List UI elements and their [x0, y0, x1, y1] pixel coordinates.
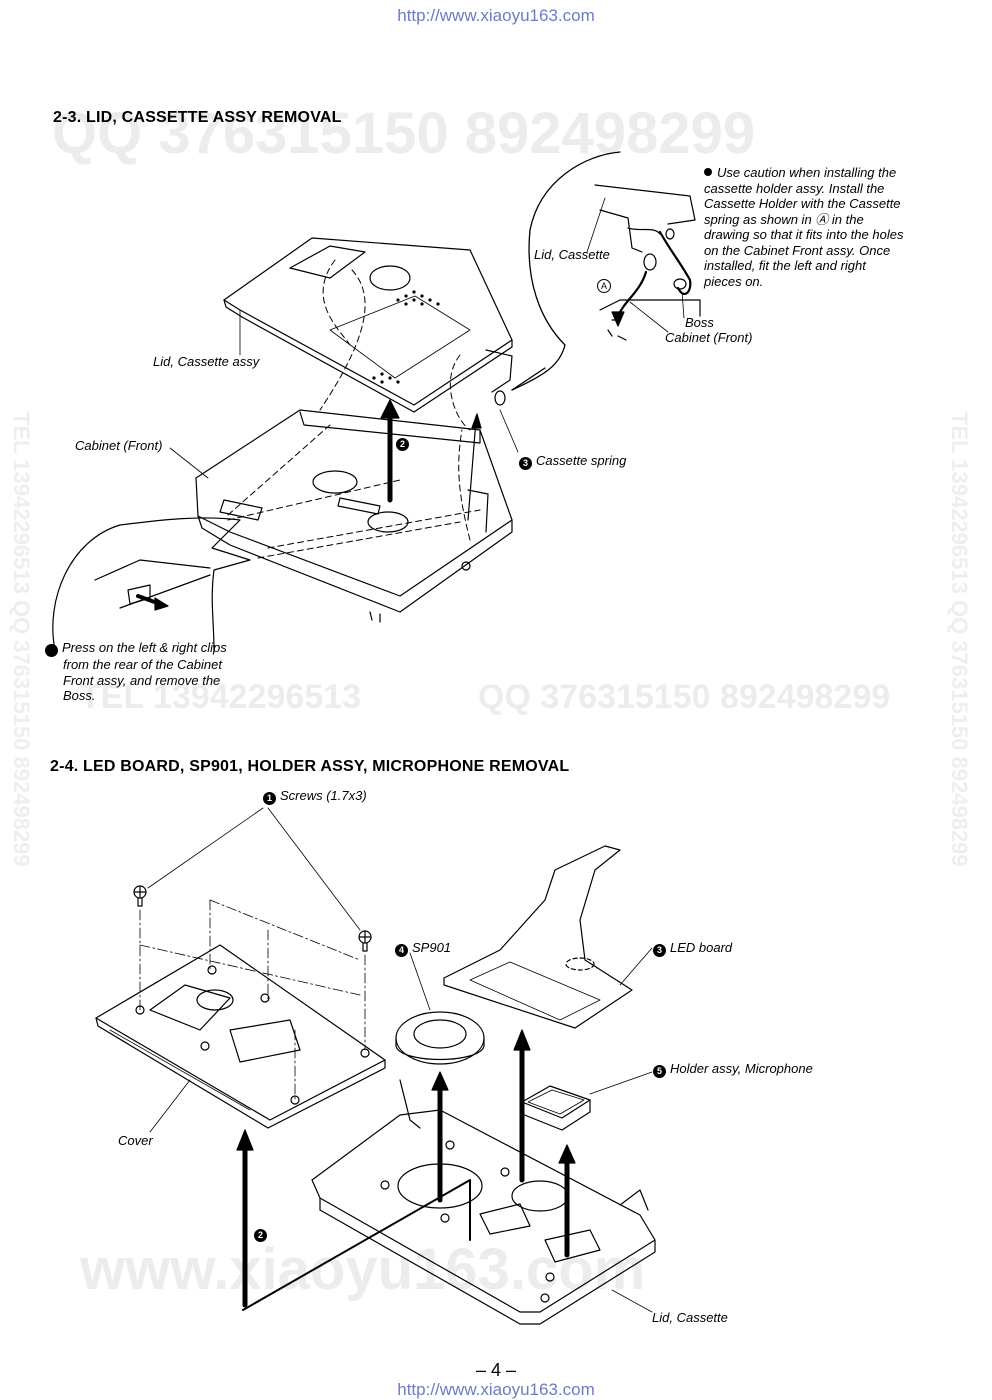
lid-cassette-assy-label: Lid, Cassette assy: [153, 354, 260, 369]
watermark-bottom: www.xiaoyu163.com: [80, 1237, 646, 1302]
lid-cassette-bottom-drawing: [311, 1079, 656, 1325]
step2-badge-2-3: 2: [396, 434, 413, 451]
header-url[interactable]: http://www.xiaoyu163.com: [397, 6, 595, 25]
cabinet-front-callout-label: Cabinet (Front): [665, 330, 753, 345]
cover-label: Cover: [118, 1133, 153, 1148]
watermark-middle-tel: TEL 13942296513: [80, 678, 362, 716]
cover-drawing: [95, 944, 386, 1129]
caution-note: Use caution when installing the cassette…: [704, 165, 904, 289]
boss-label: Boss: [685, 315, 714, 330]
lid-cassette-detail-drawing: [594, 184, 701, 341]
screw-right: [358, 930, 372, 952]
caution-text: Use caution when installing the cassette…: [704, 165, 904, 289]
led-board-drawing: [443, 845, 633, 1029]
bullet-icon: [704, 168, 712, 176]
lid-cassette-callout-label: Lid, Cassette: [534, 247, 610, 262]
sp901-drawing: [395, 1011, 485, 1065]
step2-badge-2-4: 2: [254, 1225, 271, 1242]
page-number: – 4 –: [475, 1360, 517, 1380]
holder-assy-microphone-drawing: [521, 1085, 591, 1131]
marker-a: A: [597, 279, 611, 293]
screw-left: [133, 885, 147, 907]
cabinet-front-label: Cabinet (Front): [75, 438, 163, 453]
section-title-2-3: 2-3. LID, CASSETTE ASSY REMOVAL: [53, 109, 342, 126]
boss-clip-detail-drawing: [94, 559, 211, 611]
section-title-2-4: 2-4. LED BOARD, SP901, HOLDER ASSY, MICR…: [50, 758, 570, 775]
lid-cassette-label: Lid, Cassette: [652, 1310, 728, 1325]
watermark-top: QQ 376315150 892498299: [52, 101, 756, 166]
footer-url[interactable]: http://www.xiaoyu163.com: [397, 1380, 595, 1399]
lid-cassette-assy-drawing: [223, 237, 513, 413]
cabinet-front-drawing: [195, 409, 513, 623]
watermark-middle-qq: QQ 376315150 892498299: [478, 678, 891, 716]
